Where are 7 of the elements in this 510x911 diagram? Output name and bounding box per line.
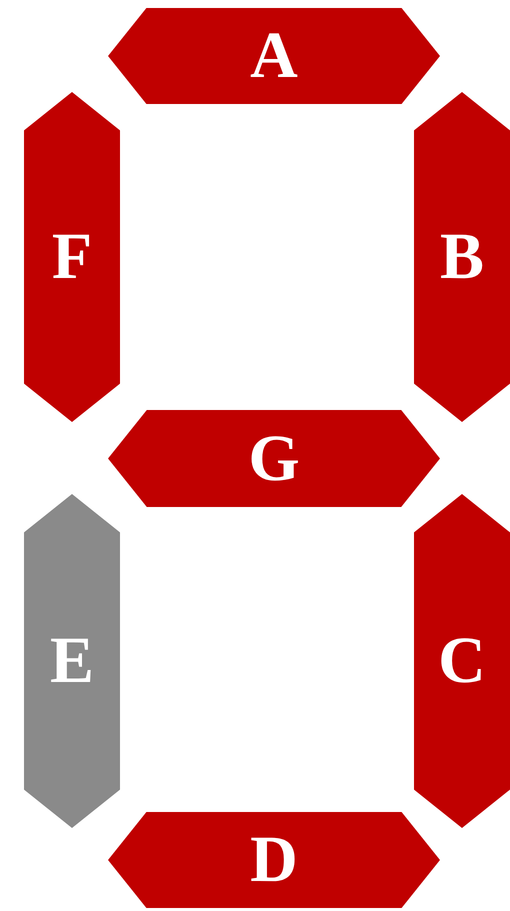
segment-letter: F xyxy=(52,224,92,290)
segment-letter: D xyxy=(250,827,298,893)
segment-letter: C xyxy=(438,628,486,694)
segment-letter: G xyxy=(248,426,300,492)
segment-letter: E xyxy=(50,628,94,694)
segment-letter: B xyxy=(440,224,484,290)
segment-letter: A xyxy=(250,23,298,89)
